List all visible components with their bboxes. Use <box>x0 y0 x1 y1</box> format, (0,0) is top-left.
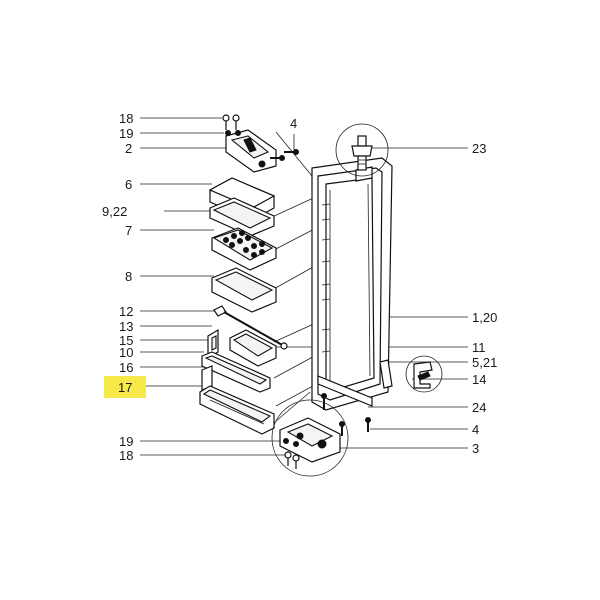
part-2-top-hinge <box>225 129 277 173</box>
callout-16: 16 <box>119 360 133 375</box>
part-24-lower-bar-screws <box>321 393 327 410</box>
part-16-door-bin <box>201 351 271 393</box>
part-18-screw-top <box>222 114 240 130</box>
callout-2: 2 <box>125 141 132 156</box>
callout-11: 11 <box>472 340 486 355</box>
callout-19-bottom: 19 <box>119 434 133 449</box>
door-frame <box>311 157 393 411</box>
callout-1-20: 1,20 <box>472 310 497 325</box>
callout-24: 24 <box>472 400 486 415</box>
callout-19-top: 19 <box>119 126 133 141</box>
left-leader-lines <box>140 117 286 456</box>
callout-5-21: 5,21 <box>472 355 497 370</box>
part-14-gasket-corner <box>379 359 393 389</box>
part-5-21-handle-detail <box>405 355 443 393</box>
callout-6: 6 <box>125 177 132 192</box>
callout-18-top: 18 <box>119 111 133 126</box>
part-12-clip <box>213 305 227 317</box>
callout-7: 7 <box>125 223 132 238</box>
highlight-box-17 <box>104 376 146 398</box>
callout-12: 12 <box>119 304 133 319</box>
part-15-bracket <box>207 328 219 360</box>
callout-15: 15 <box>119 333 133 348</box>
callout-14: 14 <box>472 372 486 387</box>
callout-13: 13 <box>119 319 133 334</box>
part-10-bracket <box>201 365 213 391</box>
part-17-bottom-bin <box>199 385 275 435</box>
part-3-bottom-hinge <box>271 399 349 477</box>
callout-17: 17 <box>118 380 132 395</box>
part-8-door-bin <box>211 267 277 313</box>
callout-4-bottom: 4 <box>472 422 479 437</box>
callout-10: 10 <box>119 345 133 360</box>
callout-9-22: 9,22 <box>102 204 127 219</box>
part-7-egg-tray <box>211 227 277 271</box>
callout-18-bottom: 18 <box>119 448 133 463</box>
part-18-screw-bottom <box>284 451 300 469</box>
part-23-pivot-pin <box>335 123 389 177</box>
egg-cup-dots <box>223 230 265 258</box>
part-4-screw-top <box>270 149 299 161</box>
part-9-22-tray <box>209 197 275 237</box>
callout-3: 3 <box>472 441 479 456</box>
callout-23: 23 <box>472 141 486 156</box>
part-4-screw-bottom <box>339 417 371 436</box>
callout-4-top: 4 <box>290 116 297 131</box>
callout-labels: 18 19 2 4 6 9,22 7 8 12 13 15 10 16 17 1… <box>102 111 497 463</box>
part-13-rod <box>223 311 288 350</box>
callout-8: 8 <box>125 269 132 284</box>
part-19-washer-bottom <box>283 438 299 447</box>
part-19-washer-top <box>225 130 241 136</box>
part-11-small-bin <box>229 329 277 367</box>
